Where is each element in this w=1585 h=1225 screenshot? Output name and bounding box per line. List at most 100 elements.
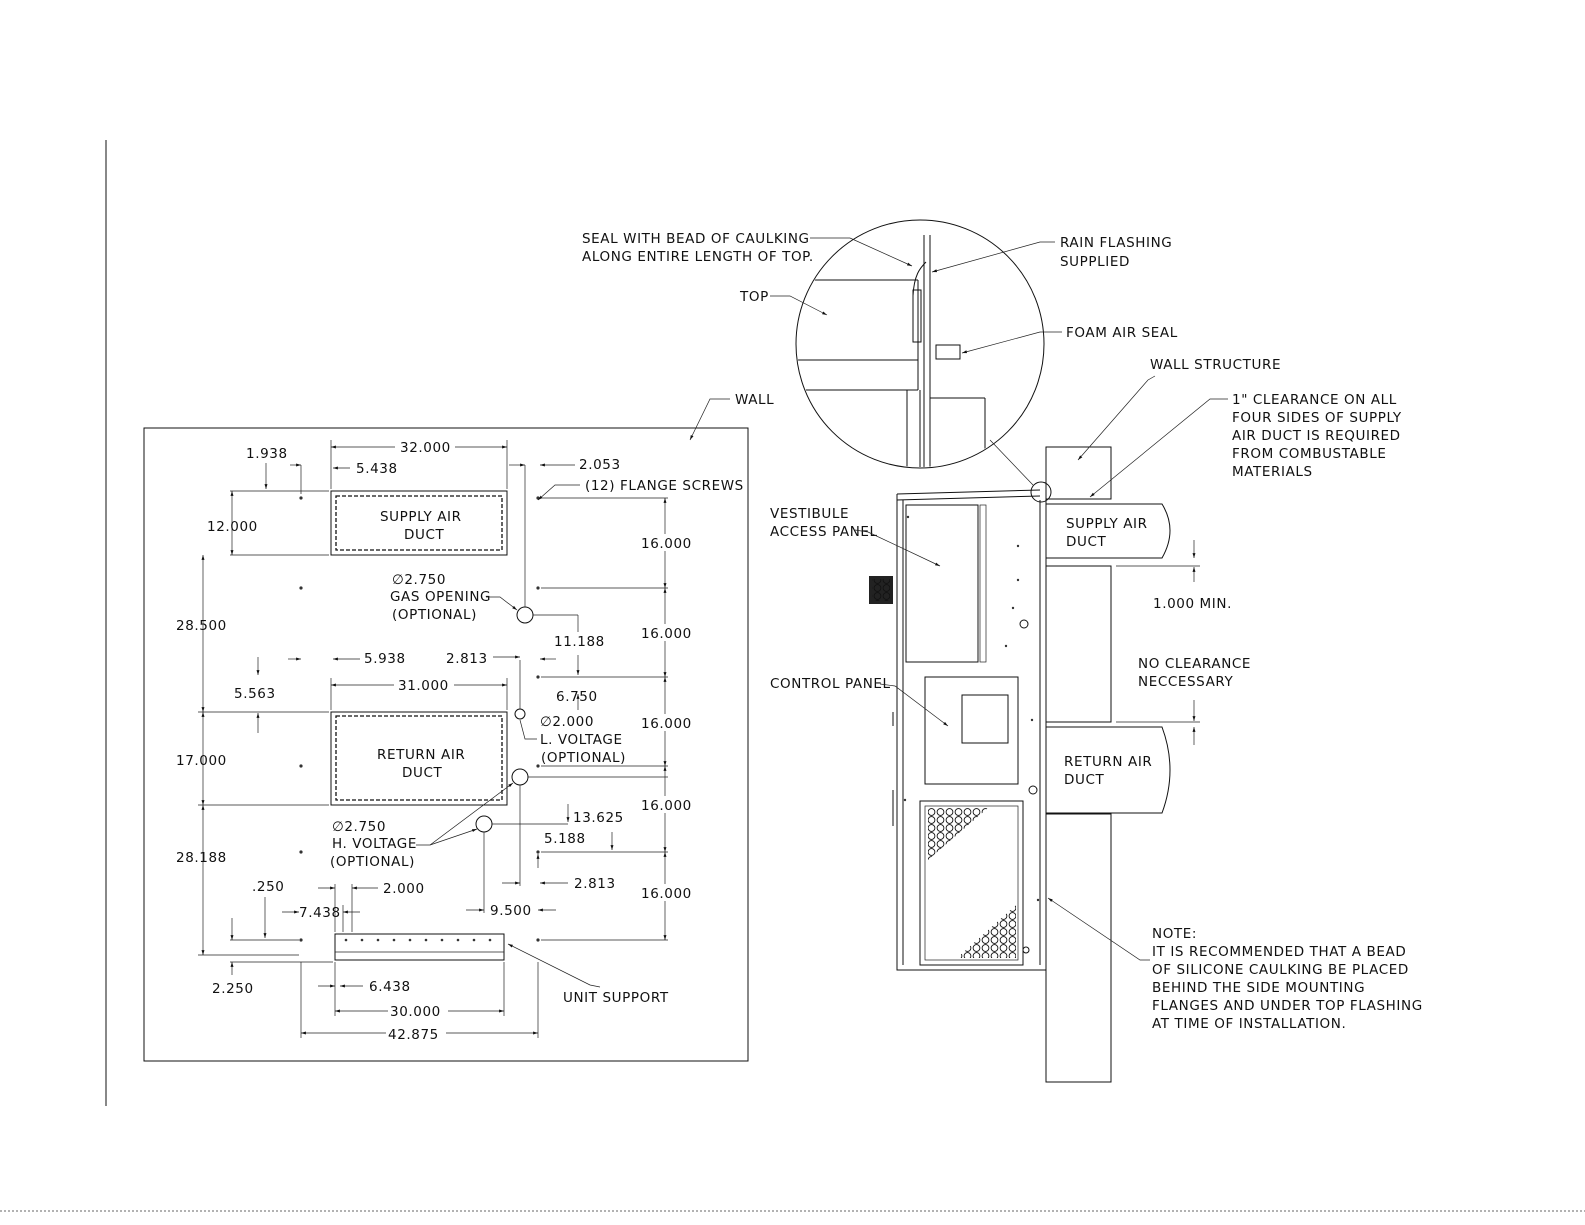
vestibule-label-2: ACCESS PANEL bbox=[770, 524, 878, 540]
supply-duct-label-1: SUPPLY AIR bbox=[380, 509, 462, 525]
control-panel-label: CONTROL PANEL bbox=[770, 676, 891, 692]
lv-label-2: (OPTIONAL) bbox=[541, 750, 626, 766]
control-panel-box bbox=[924, 676, 1019, 785]
dim-2000: 2.000 bbox=[383, 881, 425, 897]
dim-17000: 17.000 bbox=[176, 753, 227, 769]
supply-duct bbox=[335, 495, 503, 551]
return-duct-label-1: RETURN AIR bbox=[377, 747, 465, 763]
no-clearance-label-1: NO CLEARANCE bbox=[1138, 656, 1251, 672]
dim-16000b: 16.000 bbox=[641, 626, 692, 642]
clearance-label-1: 1" CLEARANCE ON ALL bbox=[1232, 392, 1397, 408]
wall-label: WALL bbox=[735, 392, 774, 408]
dim-2813a: 2.813 bbox=[446, 651, 488, 667]
return-duct-label-2: DUCT bbox=[402, 765, 443, 781]
high-voltage-opening-2 bbox=[475, 815, 493, 833]
side-supply-label-2: DUCT bbox=[1066, 534, 1107, 550]
dim-30000: 30.000 bbox=[390, 1004, 441, 1020]
gas-label-1: GAS OPENING bbox=[390, 589, 491, 605]
front-view: WALL SUPPLY AIR DUCT RETURN AIR DUCT UNI… bbox=[143, 392, 774, 1062]
dim-42875: 42.875 bbox=[388, 1027, 439, 1043]
flange-screw-points bbox=[299, 496, 540, 942]
dim-6438: 6.438 bbox=[369, 979, 411, 995]
dim-2813b: 2.813 bbox=[574, 876, 616, 892]
dim-28500: 28.500 bbox=[176, 618, 227, 634]
dim-5438: 5.438 bbox=[356, 461, 398, 477]
side-return-label-1: RETURN AIR bbox=[1064, 754, 1152, 770]
supply-opening bbox=[330, 490, 508, 556]
unit-support-label: UNIT SUPPORT bbox=[563, 990, 669, 1006]
side-supply-duct bbox=[1046, 503, 1171, 559]
vestibule-label-1: VESTIBULE bbox=[770, 506, 849, 522]
note-line-2: OF SILICONE CAULKING BE PLACED bbox=[1152, 962, 1409, 978]
min-label: 1.000 MIN. bbox=[1153, 596, 1232, 612]
dim-16000a: 16.000 bbox=[641, 536, 692, 552]
wall-structure-top bbox=[1045, 446, 1112, 500]
wall-structure-middle bbox=[1045, 565, 1112, 723]
dim-7438: 7.438 bbox=[299, 905, 341, 921]
high-voltage-opening-1 bbox=[511, 768, 529, 786]
gas-label-2: (OPTIONAL) bbox=[392, 607, 477, 623]
clearance-label-2: FOUR SIDES OF SUPPLY bbox=[1232, 410, 1402, 426]
dim-5188: 5.188 bbox=[544, 831, 586, 847]
seal-label-1: SEAL WITH BEAD OF CAULKING bbox=[582, 231, 810, 247]
side-return-label-2: DUCT bbox=[1064, 772, 1105, 788]
unit-side-view bbox=[869, 489, 1047, 971]
note-title: NOTE: bbox=[1152, 926, 1197, 942]
hv-diameter: ∅2.750 bbox=[332, 819, 386, 835]
unit-support-bar bbox=[334, 933, 505, 961]
wall-frame bbox=[143, 427, 749, 1062]
return-opening bbox=[330, 711, 508, 806]
dim-16000e: 16.000 bbox=[641, 886, 692, 902]
clearance-label-5: MATERIALS bbox=[1232, 464, 1313, 480]
return-duct bbox=[335, 715, 503, 801]
dim-250: .250 bbox=[252, 879, 284, 895]
dim-5938: 5.938 bbox=[364, 651, 406, 667]
dim-11188: 11.188 bbox=[554, 634, 605, 650]
hv-label-2: (OPTIONAL) bbox=[330, 854, 415, 870]
side-return-duct bbox=[1046, 726, 1171, 814]
filter-grille bbox=[919, 800, 1024, 966]
side-supply-label-1: SUPPLY AIR bbox=[1066, 516, 1148, 532]
dim-12000: 12.000 bbox=[207, 519, 258, 535]
dim-28188: 28.188 bbox=[176, 850, 227, 866]
gas-opening bbox=[516, 606, 534, 624]
dim-32000: 32.000 bbox=[400, 440, 451, 456]
lv-diameter: ∅2.000 bbox=[540, 714, 594, 730]
note-line-4: FLANGES AND UNDER TOP FLASHING bbox=[1152, 998, 1423, 1014]
dim-31000: 31.000 bbox=[398, 678, 449, 694]
control-panel-window bbox=[961, 694, 1009, 744]
dim-16000d: 16.000 bbox=[641, 798, 692, 814]
dim-9500: 9.500 bbox=[490, 903, 532, 919]
flange-screws-label: (12) FLANGE SCREWS bbox=[585, 478, 744, 494]
rain-label-1: RAIN FLASHING bbox=[1060, 235, 1172, 251]
vestibule-panel bbox=[905, 504, 979, 663]
rain-label-2: SUPPLIED bbox=[1060, 254, 1130, 270]
wall-structure-bottom bbox=[1045, 813, 1112, 1083]
detail-content bbox=[797, 235, 986, 467]
detail-callout bbox=[1030, 481, 1052, 503]
foam-label: FOAM AIR SEAL bbox=[1066, 325, 1178, 341]
clearance-label-3: AIR DUCT IS REQUIRED bbox=[1232, 428, 1401, 444]
lv-label-1: L. VOLTAGE bbox=[540, 732, 623, 748]
no-clearance-label-2: NECCESSARY bbox=[1138, 674, 1234, 690]
top-label: TOP bbox=[739, 289, 769, 305]
dim-5563: 5.563 bbox=[234, 686, 276, 702]
dim-13625: 13.625 bbox=[573, 810, 624, 826]
low-voltage-opening bbox=[514, 708, 526, 720]
note-line-5: AT TIME OF INSTALLATION. bbox=[1152, 1016, 1346, 1032]
hv-label-1: H. VOLTAGE bbox=[332, 836, 417, 852]
side-view: SEAL WITH BEAD OF CAULKING ALONG ENTIRE … bbox=[582, 219, 1423, 1083]
wall-structure-label: WALL STRUCTURE bbox=[1150, 357, 1281, 373]
note-line-3: BEHIND THE SIDE MOUNTING bbox=[1152, 980, 1365, 996]
clearance-label-4: FROM COMBUSTABLE bbox=[1232, 446, 1386, 462]
dim-2053: 2.053 bbox=[579, 457, 621, 473]
gas-diameter: ∅2.750 bbox=[392, 572, 446, 588]
supply-duct-label-2: DUCT bbox=[404, 527, 445, 543]
dim-1938: 1.938 bbox=[246, 446, 288, 462]
seal-label-2: ALONG ENTIRE LENGTH OF TOP. bbox=[582, 249, 814, 265]
dim-2250: 2.250 bbox=[212, 981, 254, 997]
dim-16000c: 16.000 bbox=[641, 716, 692, 732]
detail-circle bbox=[795, 219, 1045, 469]
note-line-1: IT IS RECOMMENDED THAT A BEAD bbox=[1152, 944, 1406, 960]
